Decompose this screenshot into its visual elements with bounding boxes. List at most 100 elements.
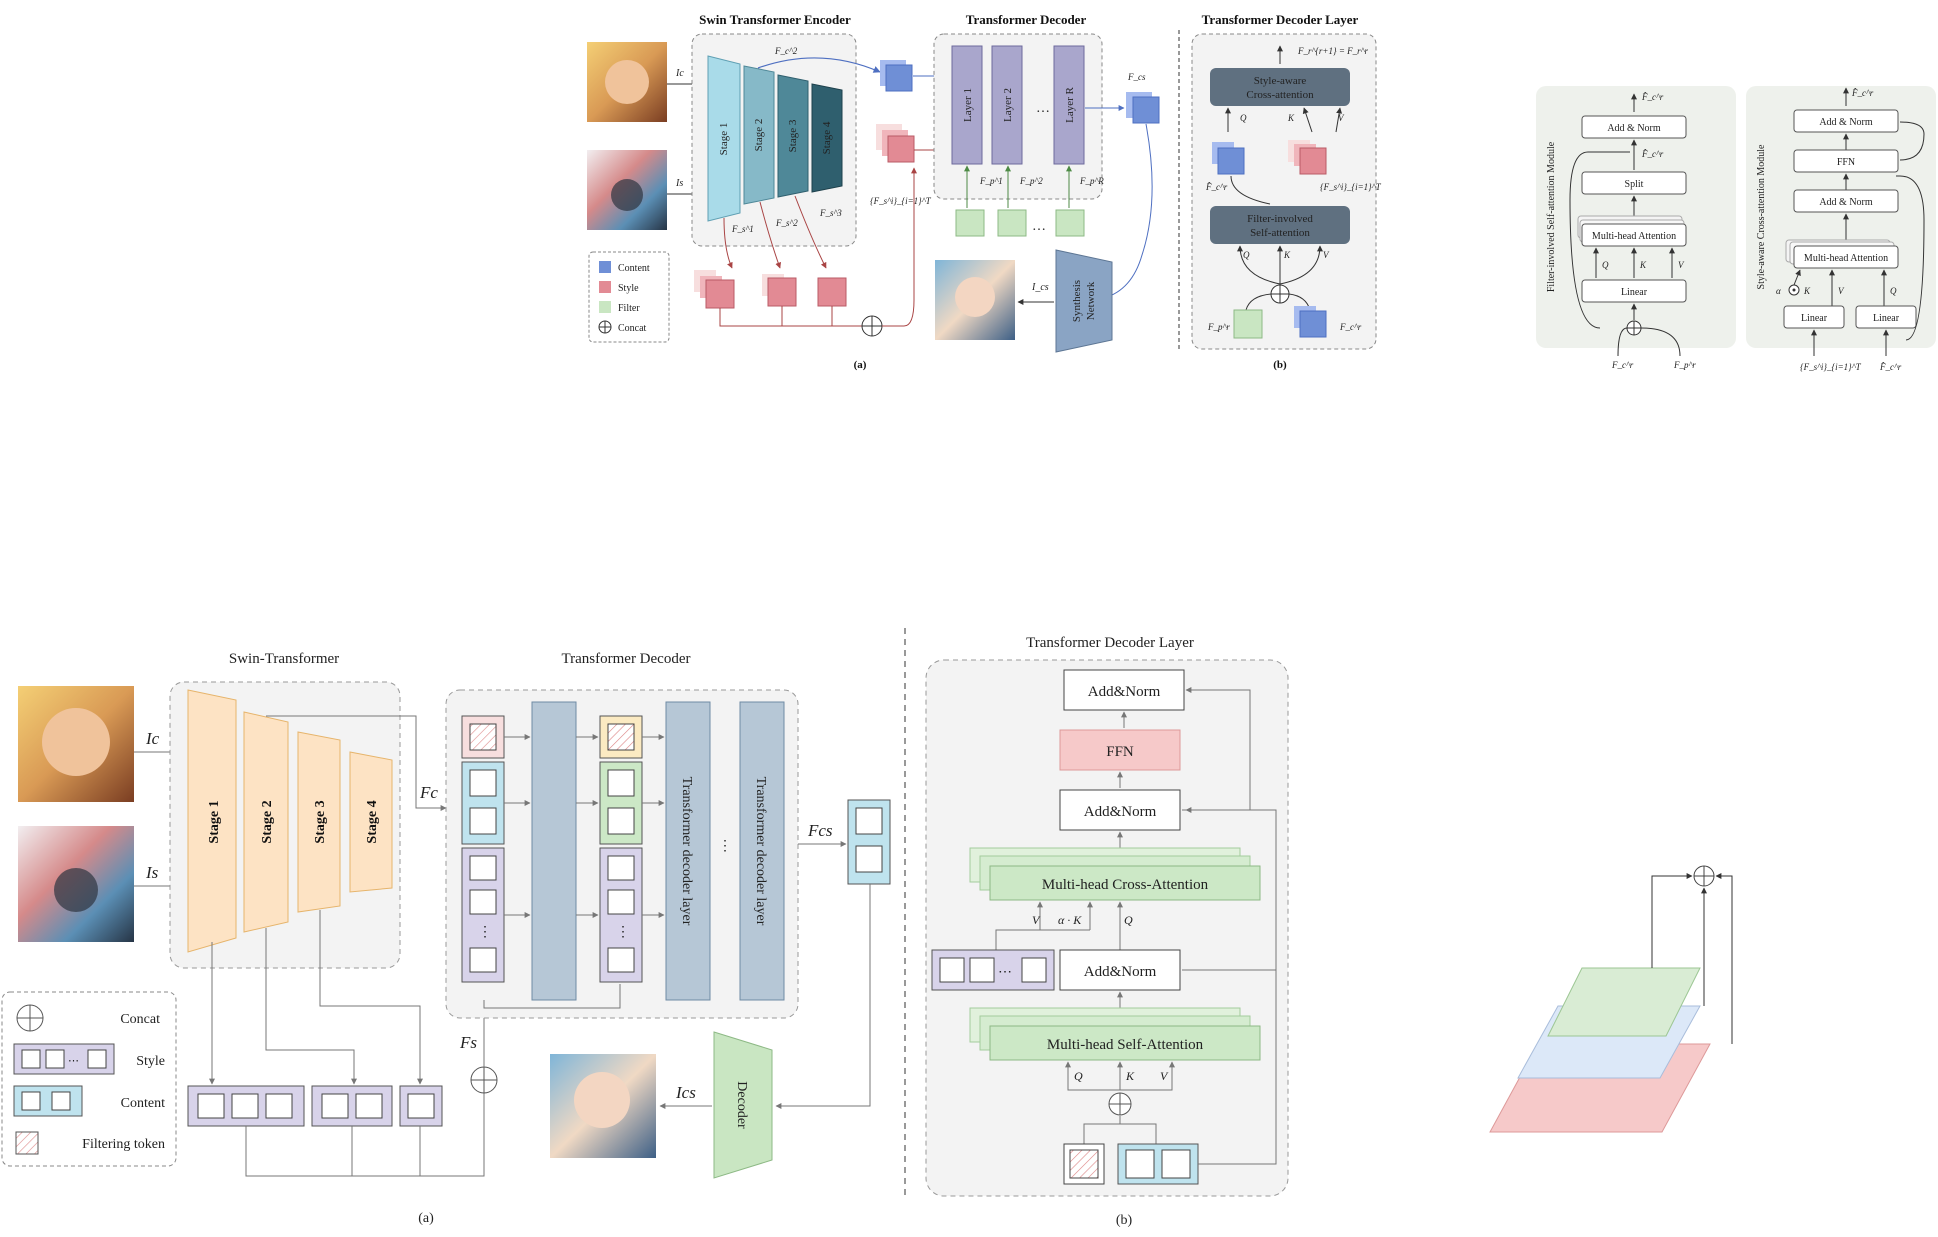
top-fcs-feat: [1132, 96, 1160, 124]
top-fs1-label: F_s^1: [731, 224, 754, 234]
right-left-linear-label: Linear: [1621, 287, 1648, 298]
bottom-legend-filter: Filtering token: [82, 1137, 165, 1152]
top-stage-3: [777, 74, 809, 198]
bottom-style-token-d1b: [469, 889, 497, 915]
bottom-legend-filter-swatch: [15, 1131, 39, 1155]
bottom-style-token-lc: [1021, 957, 1047, 983]
top-stage1-style-arrow: [723, 217, 733, 269]
top-dl-fp-line: [1245, 293, 1272, 311]
bottom-fcs-label: Fcs: [807, 821, 833, 840]
top-dl-self-block: [1210, 206, 1350, 244]
right-right-fchat-in: F̂_c^r: [1879, 362, 1902, 372]
right-left-mha-label: Multi-head Attention: [1592, 231, 1676, 242]
top-dl-q2-arrow: [1237, 245, 1281, 285]
top-fc-arrow: [757, 57, 881, 73]
top-decoder-layer-heading: Transformer Decoder Layer: [1202, 12, 1359, 27]
top-layer-r-label: Layer R: [1064, 86, 1076, 122]
top-concat-to-style: [882, 167, 917, 327]
bottom-caption-a: (a): [418, 1211, 434, 1226]
right-left-fc-line: [1617, 327, 1628, 357]
top-stage-2: [743, 65, 775, 205]
bottom-style-token-d1a: [469, 855, 497, 881]
bottom-stage3-out: [319, 910, 423, 1085]
right-right-linear-2-label: Linear: [1873, 313, 1900, 324]
bottom-self-k: K: [1125, 1069, 1135, 1083]
bottom-content-face: [42, 708, 110, 776]
top-filter-ellipsis: …: [1032, 219, 1046, 234]
bottom-content-token-1a: [469, 769, 497, 797]
right-right-linear-2: [1855, 305, 1917, 329]
top-layer-2: [991, 45, 1023, 165]
right-modules: Filter-involved Self-attention Module F̂…: [1536, 86, 1936, 372]
bottom-cross-label: Multi-head Cross-Attention: [1042, 877, 1209, 893]
top-dl-fs: [1299, 147, 1327, 175]
bottom-self-label: Multi-head Self-Attention: [1047, 1037, 1204, 1053]
bottom-stage-4-label: Stage 4: [365, 800, 380, 843]
bottom-caption-b: (b): [1116, 1213, 1133, 1228]
top-legend: [588, 251, 670, 343]
top-figure-b: Transformer Decoder Layer F_r^{r+1} = F_…: [1191, 12, 1382, 371]
bottom-residual-mid: [1182, 807, 1277, 971]
top-decoder-heading: Transformer Decoder: [966, 12, 1087, 27]
bottom-layer-content-b: [1161, 1149, 1191, 1179]
bottom-cross-v: V: [1032, 913, 1041, 927]
bottom-style-token-d2a: [607, 855, 635, 881]
top-layer-1-label: Layer 1: [962, 88, 974, 122]
top-legend-concat: Concat: [618, 323, 647, 334]
right-left-v: V: [1678, 260, 1685, 270]
bottom-legend: [1, 991, 177, 1167]
bottom-style-token-d2c: [607, 947, 635, 973]
bottom-stage-2-label: Stage 2: [260, 800, 275, 843]
top-input-ic: Ic: [675, 68, 684, 79]
bottom-style-token-1b: [231, 1093, 259, 1119]
top-fs2-label: F_s^2: [775, 218, 798, 228]
top-dl-fchat: [1217, 147, 1245, 175]
top-decoder-layer-box: [1191, 33, 1377, 350]
top-dl-fc-block: [1299, 310, 1327, 338]
top-ics-label: I_cs: [1031, 282, 1049, 293]
bottom-legend-style-t2: [45, 1049, 65, 1069]
right-right-addnorm-top-label: Add & Norm: [1819, 117, 1873, 128]
bottom-stage-3: [297, 731, 341, 913]
bottom-legend-concat: Concat: [120, 1012, 160, 1027]
right-left-addnorm-label: Add & Norm: [1607, 123, 1661, 134]
bottom-cross: [989, 865, 1261, 901]
top-dl-v-arrow: [1335, 107, 1343, 133]
bottom-decoder-layer-2: [739, 701, 785, 1001]
right-left-fc-in: F_c^r: [1611, 360, 1634, 370]
bottom-style-token-1a: [197, 1093, 225, 1119]
bottom-decoder-layer-box: [925, 659, 1289, 1197]
bottom-stage-1-label: Stage 1: [207, 800, 222, 843]
right-right-ffn-label: FFN: [1837, 157, 1855, 168]
layered-planes: [1489, 865, 1733, 1133]
bottom-figure-b: Transformer Decoder Layer Add&Norm FFN A…: [925, 635, 1289, 1228]
right-right-addnorm-mid: [1793, 189, 1899, 213]
top-fpr-label: F_p^R: [1079, 176, 1104, 186]
bottom-legend-style-t3: [87, 1049, 107, 1069]
top-dl-fc-label: F_c^r: [1339, 322, 1362, 332]
top-stage-3-label: Stage 3: [787, 119, 799, 152]
bottom-addnorm-mid-label: Add&Norm: [1084, 804, 1157, 820]
bottom-layer-filter: [1069, 1149, 1099, 1179]
bottom-decoder-layer-1-label: Transformer decoder layer: [679, 777, 694, 926]
bottom-ffn: [1059, 729, 1181, 771]
right-right-mha: [1793, 245, 1899, 269]
top-legend-style-swatch: [599, 281, 611, 293]
top-dl-fs-label: {F_s^i}_{i=1}^T: [1320, 182, 1382, 192]
bottom-legend-content: Content: [121, 1096, 165, 1111]
top-layer-1: [951, 45, 983, 165]
bottom-decoder-layer-0: [531, 701, 577, 1001]
bottom-legend-style-t1: [21, 1049, 41, 1069]
top-dl-q: Q: [1240, 113, 1247, 123]
bottom-legend-style: Style: [136, 1054, 165, 1069]
top-dl-v2-arrow: [1279, 245, 1323, 285]
top-dl-fp-block: [1233, 309, 1263, 339]
right-right-residual-2: [1899, 121, 1925, 161]
bottom-filter-token-2: [607, 723, 635, 751]
right-right-v: V: [1838, 286, 1845, 296]
bottom-stage-1: [187, 689, 237, 953]
right-left-residual: [1569, 151, 1630, 329]
top-dl-fchat-label: F̂_c^r: [1205, 182, 1228, 192]
bottom-cross-ak: α · K: [1058, 913, 1082, 927]
top-fcs-to-synth: [1103, 123, 1153, 300]
